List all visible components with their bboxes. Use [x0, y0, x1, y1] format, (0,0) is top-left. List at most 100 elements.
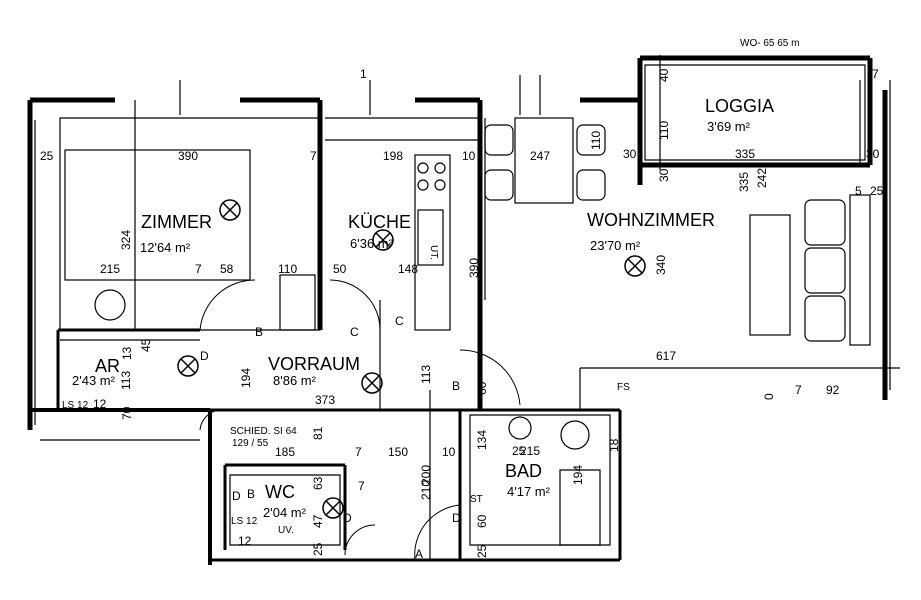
dim-label: 60	[475, 514, 489, 528]
note-schied-2: 129 / 55	[232, 438, 269, 449]
dim-label: 0	[762, 393, 776, 400]
dim-label: 25	[311, 542, 325, 556]
dim-label: 30	[623, 147, 637, 161]
dim-label: 335	[737, 172, 751, 192]
room-name-kueche: KÜCHE	[348, 212, 411, 232]
dim-label: 194	[571, 465, 585, 485]
room-area-vorraum: 8'86 m²	[273, 373, 317, 388]
dim-label: 13	[120, 346, 134, 360]
axis-ticks	[134, 75, 541, 560]
dim-label: 185	[275, 445, 295, 459]
kitchen-counter	[414, 154, 451, 331]
dim-label: 7	[310, 149, 317, 163]
dim-label: 25	[512, 444, 526, 458]
dim-label: 194	[239, 368, 253, 388]
dim-label: 247	[530, 149, 550, 163]
dim-label: 50	[333, 262, 347, 276]
dim-label: 92	[826, 383, 840, 397]
dim-label: 1	[360, 67, 367, 81]
dim-label: 113	[119, 371, 133, 390]
room-area-zimmer: 12'64 m²	[140, 240, 191, 255]
dim-label: 7	[195, 262, 202, 276]
dim-label: 200	[419, 465, 433, 485]
zimmer-bed	[64, 149, 316, 331]
dim-label: 7	[355, 445, 362, 459]
room-area-bad: 4'17 m²	[507, 484, 551, 499]
dim-label: 7	[872, 67, 879, 81]
letter-b-vorraum: B	[255, 325, 263, 339]
dim-label: 7	[795, 383, 802, 397]
light-icon	[219, 199, 241, 221]
dim-label: 134	[475, 430, 489, 450]
inner-lines	[34, 55, 900, 546]
light-icon	[361, 372, 383, 394]
bathtub-fixtures	[508, 416, 590, 450]
dining-set	[484, 117, 606, 204]
dim-label: 12	[238, 534, 252, 548]
walls	[27, 55, 888, 565]
dim-label: 40	[657, 68, 671, 82]
dim-label: 340	[654, 255, 668, 275]
room-name-wohnzimmer: WOHNZIMMER	[587, 210, 715, 230]
dim-label: 10	[442, 445, 456, 459]
dim-label: 210	[419, 480, 433, 500]
room-name-wc: WC	[265, 482, 295, 502]
dim-label: 12	[93, 397, 107, 411]
dim-label: 110	[278, 262, 297, 276]
letter-c-kitchen-door: C	[395, 314, 404, 328]
light-icon	[624, 255, 646, 277]
dim-label: 324	[119, 230, 133, 250]
dim-label: 47	[311, 514, 325, 528]
light-fixture-icons	[177, 199, 646, 519]
note-ls12-top: LS 12	[62, 400, 89, 411]
dim-label: 150	[388, 445, 408, 459]
room-name-bad: BAD	[505, 461, 542, 481]
note-ut: UT.	[428, 245, 439, 260]
dim-label: 5	[855, 184, 862, 198]
light-icon	[372, 229, 394, 251]
dim-label: 30	[866, 147, 880, 161]
room-area-loggia: 3'69 m²	[707, 119, 751, 134]
dim-label: 58	[220, 262, 234, 276]
note-fs: FS	[617, 382, 630, 393]
room-area-kueche: 6'36 m²	[350, 236, 394, 251]
dim-label: 113	[419, 365, 433, 384]
corner-text: WO- 65 65 m	[740, 38, 799, 49]
light-icon	[322, 497, 344, 519]
dim-label: 30	[657, 168, 671, 182]
letter-d-ar: D	[200, 349, 209, 363]
note-uv: UV.	[278, 525, 294, 536]
dim-label: 70	[120, 406, 134, 420]
dim-label: 198	[383, 149, 403, 163]
dim-label: 63	[311, 476, 325, 490]
dimension-labels: 390 198 247 335 25 7 10 30 30 110 40 110…	[40, 67, 884, 558]
dim-label: 10	[462, 149, 476, 163]
letter-d-bad: D	[452, 511, 461, 525]
dim-label: 335	[735, 147, 755, 161]
room-name-zimmer: ZIMMER	[141, 212, 212, 232]
dim-label: 617	[656, 349, 676, 363]
sofa-set	[749, 194, 871, 346]
letter-d-wc: D	[343, 511, 352, 525]
dim-label: 25	[870, 184, 884, 198]
note-st: ST	[470, 494, 483, 505]
letter-b-wc: B	[247, 487, 255, 501]
room-area-ar: 2'43 m²	[72, 373, 116, 388]
note-schied-1: SCHIED. SI 64	[230, 426, 297, 437]
dim-label: 25	[40, 149, 54, 163]
dim-label: 110	[589, 131, 603, 150]
letter-c-vorraum: C	[350, 325, 359, 339]
room-area-wohnzimmer: 23'70 m²	[590, 238, 641, 253]
letter-a-bottom: A	[415, 547, 423, 561]
room-name-vorraum: VORRAUM	[268, 354, 360, 374]
dim-label: 390	[178, 149, 198, 163]
dim-label: 242	[755, 168, 769, 188]
dim-label: 390	[467, 258, 481, 278]
dim-label: 215	[100, 262, 120, 276]
dim-label: 373	[315, 393, 335, 407]
dim-label: 148	[398, 262, 418, 276]
room-area-wc: 2'04 m²	[263, 505, 307, 520]
room-name-loggia: LOGGIA	[705, 96, 774, 116]
light-icon	[177, 355, 199, 377]
letter-d-wc2: D	[232, 489, 241, 503]
